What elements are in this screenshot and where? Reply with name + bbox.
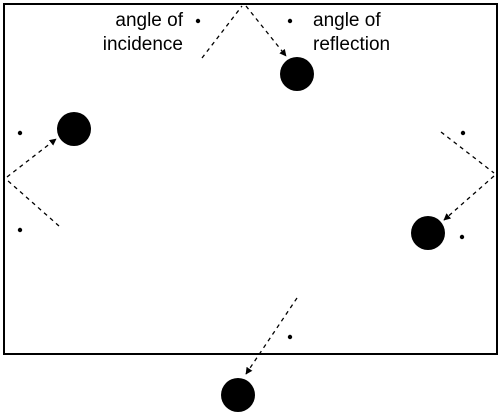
reflected-path-top [245, 5, 287, 57]
ball-bottom [221, 378, 255, 412]
incidence-angle-dot [195, 18, 201, 24]
incidence-label-line1: angle of [115, 10, 183, 31]
angle-of-incidence-label: angle of incidence [103, 9, 183, 57]
right-wall-bounce [411, 130, 495, 250]
incoming-path-top [201, 5, 243, 59]
reflection-label-line2: reflection [313, 34, 391, 55]
reflected-path-left [6, 138, 57, 178]
reflected-path-right [443, 175, 495, 221]
reflection-label-line1: angle of [313, 10, 381, 31]
left-angle-dot-lower [17, 227, 23, 233]
table-boundary [3, 3, 498, 355]
angle-of-reflection-label: angle of reflection [313, 9, 390, 57]
ball-left [57, 112, 91, 146]
ball-right [411, 216, 445, 250]
right-angle-dot-lower [459, 234, 465, 240]
top-wall-bounce [195, 5, 314, 91]
incoming-path-left [6, 179, 60, 227]
ball-top [280, 57, 314, 91]
left-wall-bounce [6, 112, 91, 233]
reflection-angle-dot [287, 18, 293, 24]
bottom-exit [221, 297, 298, 412]
right-angle-dot-upper [460, 130, 466, 136]
left-angle-dot-upper [17, 130, 23, 136]
incoming-path-right [440, 131, 495, 174]
incidence-label-line2: incidence [102, 34, 183, 55]
bottom-angle-dot [287, 334, 293, 340]
